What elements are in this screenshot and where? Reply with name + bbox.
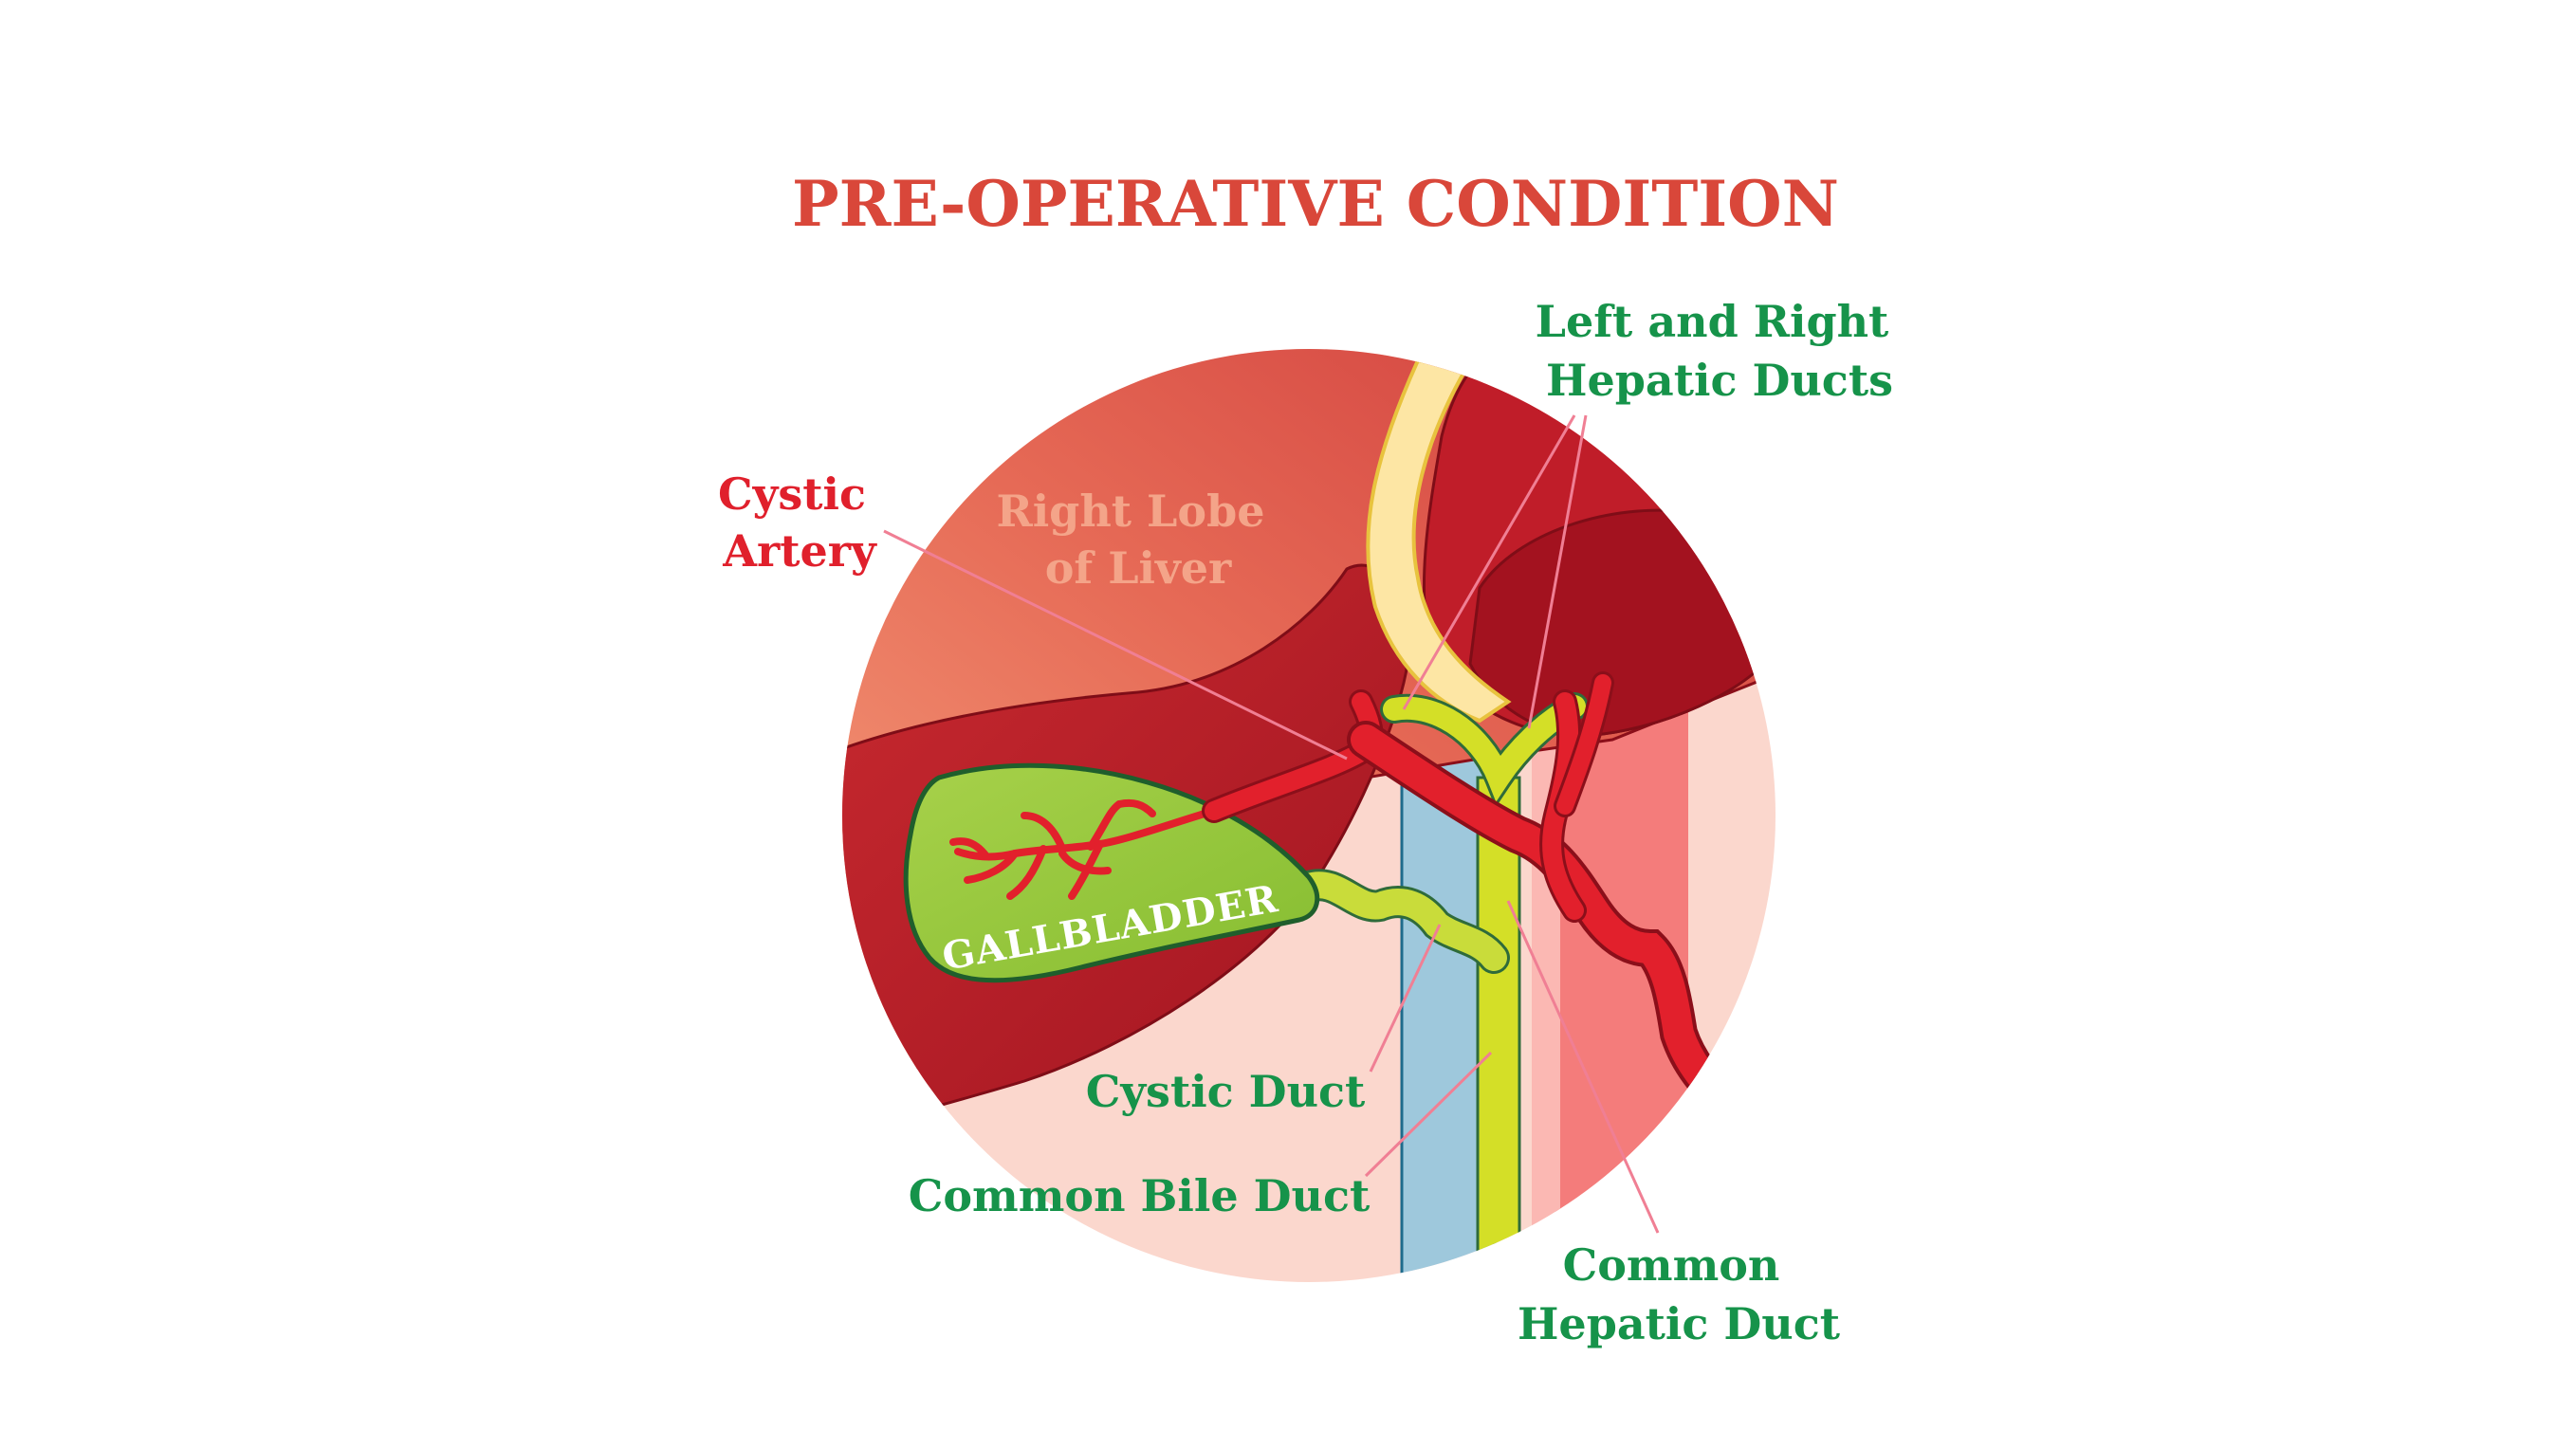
label-right-lobe-line1: Right Lobe	[996, 486, 1264, 537]
pointer-hepatic-duct-1	[1402, 414, 1576, 710]
pointer-cystic-duct	[1369, 924, 1442, 1073]
label-hepatic-ducts-line1: Left and Right	[1536, 296, 1889, 347]
label-cystic-artery-line2: Artery	[722, 525, 877, 577]
page-title: PRE-OPERATIVE CONDITION	[792, 167, 1839, 241]
label-common-hepatic-duct-line1: Common	[1563, 1239, 1780, 1291]
label-common-hepatic-duct: Common Hepatic Duct	[1518, 1239, 1841, 1349]
label-cystic-duct: Cystic Duct	[1086, 1066, 1366, 1117]
label-hepatic-ducts-line2: Hepatic Ducts	[1546, 355, 1893, 406]
cystic-duct-fill	[1296, 871, 1507, 971]
label-common-bile-duct: Common Bile Duct	[909, 1170, 1371, 1221]
label-right-lobe: Right Lobe of Liver	[996, 486, 1279, 594]
gallbladder-arteries	[949, 798, 1218, 900]
pointer-lines	[883, 414, 1660, 1234]
pointer-hepatic-duct-2	[1527, 414, 1588, 729]
label-cystic-artery-line1: Cystic	[718, 468, 866, 520]
pointer-common-hepatic-duct	[1506, 900, 1660, 1234]
anatomy-circle	[842, 349, 1776, 1282]
label-common-hepatic-duct-line2: Hepatic Duct	[1518, 1298, 1841, 1349]
pointer-cystic-artery	[883, 529, 1348, 761]
left-right-hepatic-ducts-fill	[1383, 695, 1586, 802]
label-cystic-artery: Cystic Artery	[718, 468, 881, 577]
hepatic-artery	[1202, 671, 1745, 1119]
pointer-common-bile-duct	[1364, 1051, 1493, 1178]
falciform-ligament	[1366, 358, 1512, 724]
label-hepatic-ducts: Left and Right Hepatic Ducts	[1536, 296, 1904, 406]
label-right-lobe-line2: of Liver	[1045, 542, 1232, 594]
